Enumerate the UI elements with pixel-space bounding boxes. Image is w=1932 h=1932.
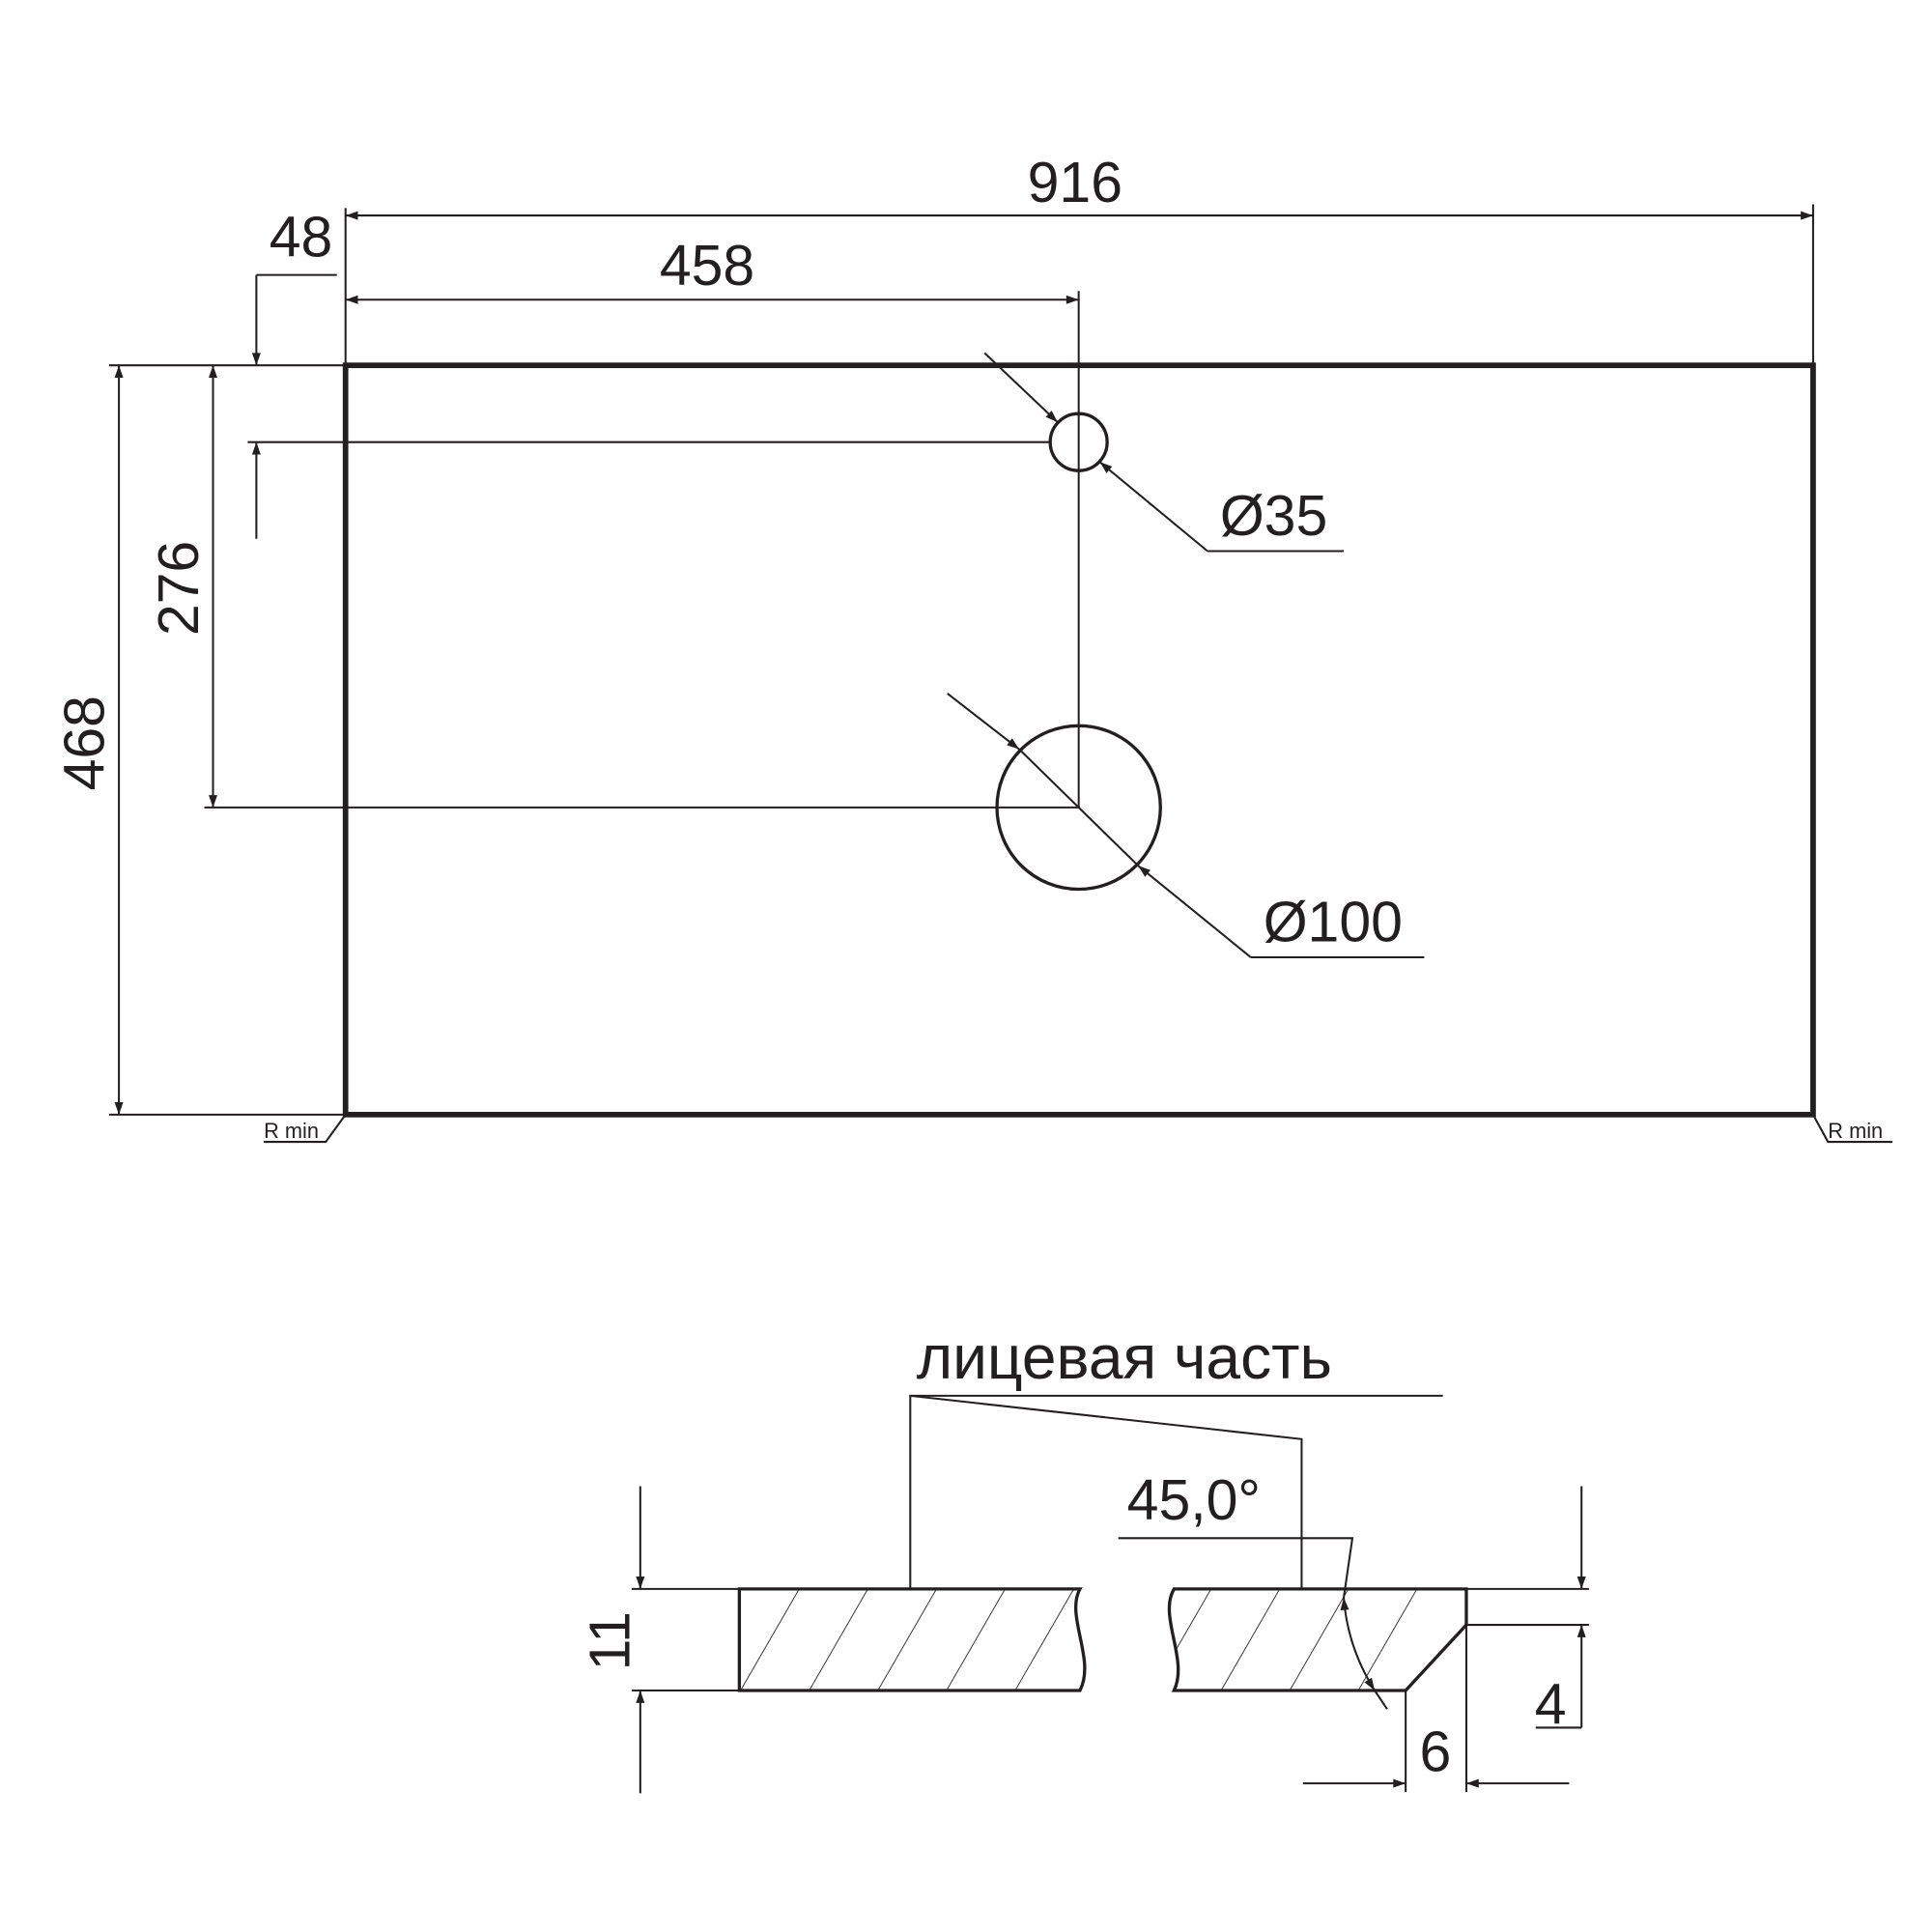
- dimension-text: 6: [1419, 1720, 1451, 1783]
- top-view: 916 458 48 276 468: [54, 152, 1892, 1143]
- dimension-thickness: 11: [579, 1486, 740, 1794]
- dimension-text: Ø100: [1264, 891, 1403, 953]
- dimension-text: 11: [579, 1611, 641, 1670]
- corner-radius-text: R min: [264, 1119, 319, 1143]
- dimension-text: 468: [54, 696, 117, 790]
- dimension-text: 276: [148, 541, 211, 636]
- edge-section: лицевая часть 11 45,0° 4: [579, 1322, 1589, 1794]
- dimension-overall-depth: 468: [54, 364, 346, 1116]
- big-hole: Ø100: [947, 693, 1425, 959]
- dimension-chamfer-width: 6: [1302, 1625, 1570, 1793]
- dimension-text: 4: [1535, 1674, 1567, 1737]
- corner-radius-left: R min: [264, 1114, 347, 1143]
- dimension-big-hole-offset-y: 276: [148, 365, 1079, 809]
- dimension-text: 916: [1028, 152, 1122, 214]
- dimension-overall-width: 916: [344, 152, 1814, 366]
- face-label: лицевая часть: [917, 1322, 1332, 1392]
- corner-radius-right: R min: [1812, 1114, 1892, 1143]
- corner-radius-text: R min: [1828, 1119, 1883, 1143]
- dimension-chamfer-angle: 45,0°: [1118, 1469, 1388, 1710]
- dimension-chamfer-height: 4: [1465, 1486, 1589, 1737]
- dimension-hole-offset-x: 458: [345, 235, 1080, 808]
- dimension-small-hole-offset-y: 48: [247, 206, 1051, 539]
- dimension-text: Ø35: [1220, 485, 1327, 548]
- section-left-piece: [737, 1587, 1087, 1692]
- dimension-text: 458: [660, 235, 754, 298]
- small-hole: Ø35: [983, 352, 1345, 553]
- dimension-text: 45,0°: [1127, 1469, 1261, 1532]
- section-right-piece: [1167, 1587, 1468, 1692]
- dimension-text: 48: [270, 206, 333, 269]
